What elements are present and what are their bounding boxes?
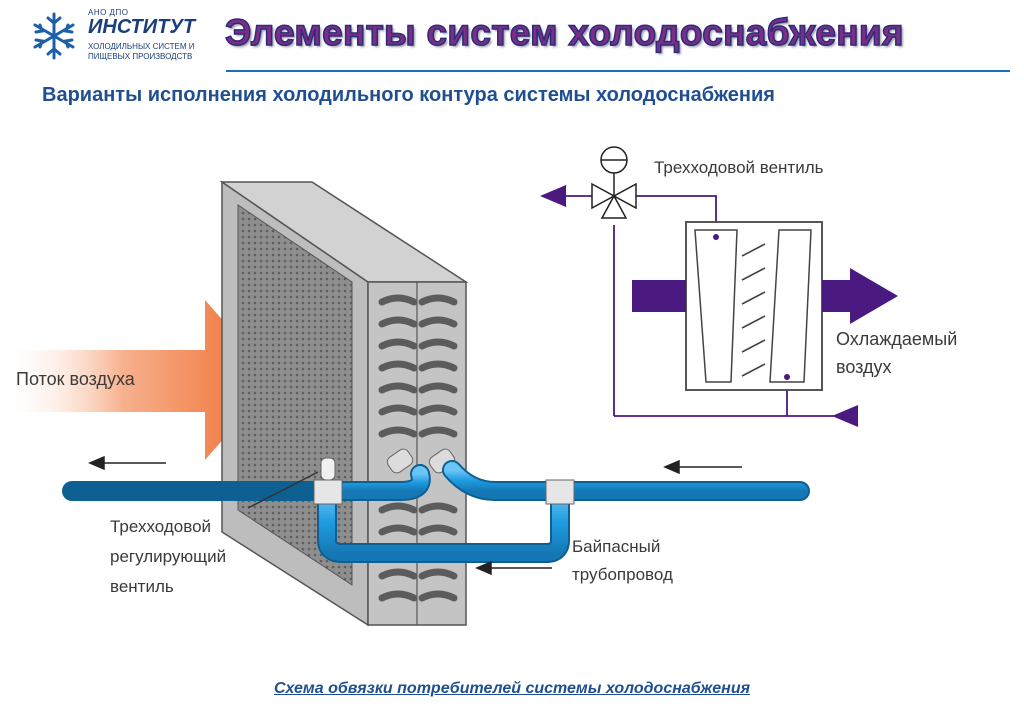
three-way-valve-symbol: [591, 146, 637, 219]
air-inlet-bar: [632, 280, 686, 312]
air-flow-arrow: [0, 300, 275, 460]
return-arrow-icon: [832, 405, 858, 427]
slide-subtitle: Варианты исполнения холодильного контура…: [42, 84, 775, 106]
valve-left-label-3: вентиль: [110, 577, 174, 596]
valve-right-label: Трехходовой вентиль: [654, 158, 824, 177]
logo-line-1: ХОЛОДИЛЬНЫХ СИСТЕМ И: [88, 42, 195, 51]
logo-prefix: АНО ДПО: [88, 8, 129, 17]
bypass-label-2: трубопровод: [572, 565, 673, 584]
bypass-label-1: Байпасный: [572, 537, 661, 556]
cooled-air-label-2: воздух: [836, 357, 892, 377]
supply-arrow-icon: [540, 185, 566, 207]
piping: [62, 460, 810, 563]
slide-title: Элементы систем холодоснабжения: [224, 11, 904, 54]
bypass-tee: [545, 479, 575, 505]
cooled-air-arrow: [822, 268, 898, 324]
schematic-circuit: [540, 146, 898, 427]
institute-logo: АНО ДПО ИНСТИТУТ ХОЛОДИЛЬНЫХ СИСТЕМ И ПИ…: [28, 6, 218, 66]
valve-leader-line: [247, 471, 319, 509]
figure-caption: Схема обвязки потребителей системы холод…: [0, 680, 1024, 698]
title-divider: [226, 70, 1010, 72]
logo-name: ИНСТИТУТ: [88, 16, 196, 38]
valve-left-label-1: Трехходовой: [110, 517, 212, 536]
three-way-regulating-valve: [313, 457, 343, 505]
flow-direction-arrows: [88, 455, 742, 576]
air-flow-label: Поток воздуха: [16, 369, 135, 389]
logo-line-2: ПИЩЕВЫХ ПРОИЗВОДСТВ: [88, 52, 193, 61]
figure-caption-text: Схема обвязки потребителей системы холод…: [273, 680, 751, 697]
snowflake-icon: [33, 12, 75, 60]
cooled-air-label-1: Охлаждаемый: [836, 329, 958, 349]
valve-left-label-2: регулирующий: [110, 547, 227, 566]
